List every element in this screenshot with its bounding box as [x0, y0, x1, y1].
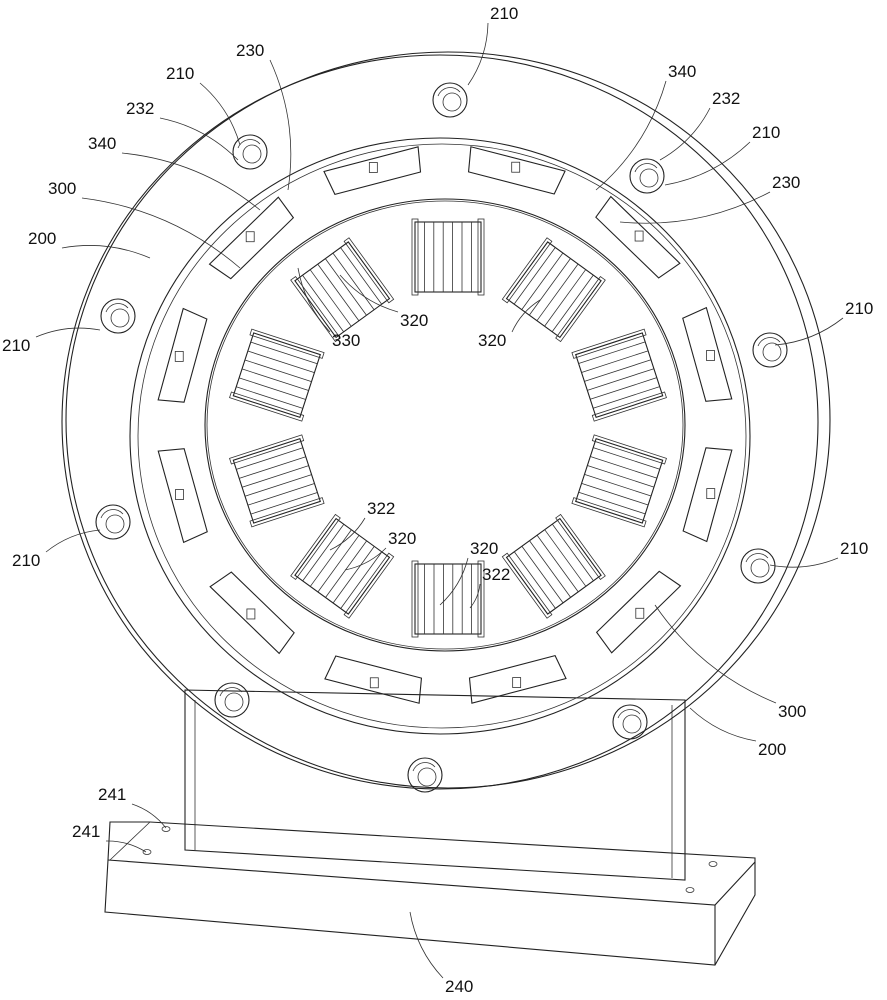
base-240 [105, 690, 755, 965]
ring-slots-230 [158, 147, 732, 703]
leader-line [270, 60, 291, 190]
leader-line [36, 328, 100, 337]
bolt-hole-icon [741, 549, 775, 583]
ref-label-upper-right-hole-insert: 232 [712, 90, 740, 107]
ref-label-base-hole-b: 241 [72, 823, 100, 840]
ref-label-base: 240 [445, 978, 473, 995]
ref-label-lower-magnet-b: 320 [470, 540, 498, 557]
ref-label-upper-left-bolt-hole: 210 [166, 65, 194, 82]
ref-label-upper-left-slot: 230 [236, 42, 264, 59]
ref-label-lower-right-bolt-hole: 210 [840, 540, 868, 557]
leader-line [330, 518, 365, 550]
ref-label-left-bolt-hole: 210 [2, 337, 30, 354]
magnet-320 [572, 435, 667, 527]
ring-slot [596, 197, 680, 278]
bolt-hole-icon [215, 683, 249, 717]
leader-line [122, 153, 260, 210]
leader-line [132, 804, 166, 828]
ref-label-lower-left-bolt-hole: 210 [12, 552, 40, 569]
bolt-holes-210 [96, 83, 787, 792]
ring-slot [158, 449, 207, 543]
bolt-hole-icon [630, 159, 664, 193]
ref-label-top-bolt-hole: 210 [490, 5, 518, 22]
leader-line [440, 558, 468, 605]
leader-line [660, 108, 710, 160]
ref-label-lower-magnet-edge-a: 322 [367, 500, 395, 517]
magnet-320 [230, 435, 325, 527]
ref-label-lower-magnet-a: 320 [388, 530, 416, 547]
leader-line [410, 912, 443, 978]
ref-label-upper-right-ring-segment: 340 [668, 63, 696, 80]
outer-flange-200 [62, 52, 830, 789]
magnet-320 [291, 238, 394, 342]
leader-line [655, 605, 776, 703]
ref-label-upper-right-bolt-hole: 210 [752, 124, 780, 141]
ref-label-upper-right-slot: 230 [772, 174, 800, 191]
ref-label-upper-magnet-b: 320 [478, 332, 506, 349]
magnet-320 [412, 219, 484, 295]
ref-label-outer-flange-left: 200 [28, 230, 56, 247]
bolt-hole-icon [96, 505, 130, 539]
ref-label-magnet-gap: 330 [332, 332, 360, 349]
ref-label-inner-ring-right: 300 [778, 703, 806, 720]
magnet-320 [572, 329, 667, 421]
bolt-hole-icon [101, 299, 135, 333]
ref-label-outer-flange-right: 200 [758, 741, 786, 758]
ref-label-inner-ring-left: 300 [48, 180, 76, 197]
ref-label-lower-magnet-edge-b: 322 [482, 566, 510, 583]
leader-line [46, 530, 100, 552]
ring-slot [683, 448, 732, 542]
magnet-320 [230, 329, 325, 421]
ref-label-base-hole-a: 241 [98, 786, 126, 803]
ring-slot [597, 571, 681, 652]
bolt-hole-icon [433, 83, 467, 117]
leader-lines [36, 23, 843, 978]
ref-label-upper-left-ring-segment: 340 [88, 135, 116, 152]
ring-slot [210, 197, 294, 278]
ref-label-upper-magnet-a: 320 [400, 312, 428, 329]
ref-label-right-bolt-hole: 210 [845, 300, 873, 317]
magnet-320 [412, 561, 484, 637]
magnets-320 [230, 219, 667, 637]
ring-slot [325, 656, 422, 703]
bolt-hole-icon [613, 705, 647, 739]
leader-line [512, 300, 540, 332]
magnet-320 [291, 514, 394, 618]
ring-slot [683, 308, 732, 402]
leader-line [106, 841, 146, 852]
leader-line [690, 708, 756, 741]
bolt-hole-icon [753, 333, 787, 367]
ref-label-upper-left-hole-insert: 232 [126, 100, 154, 117]
leader-line [770, 558, 838, 567]
ring-slot [469, 147, 566, 194]
ring-slot [210, 572, 294, 653]
magnet-320 [502, 238, 605, 342]
ring-slot [158, 309, 207, 403]
